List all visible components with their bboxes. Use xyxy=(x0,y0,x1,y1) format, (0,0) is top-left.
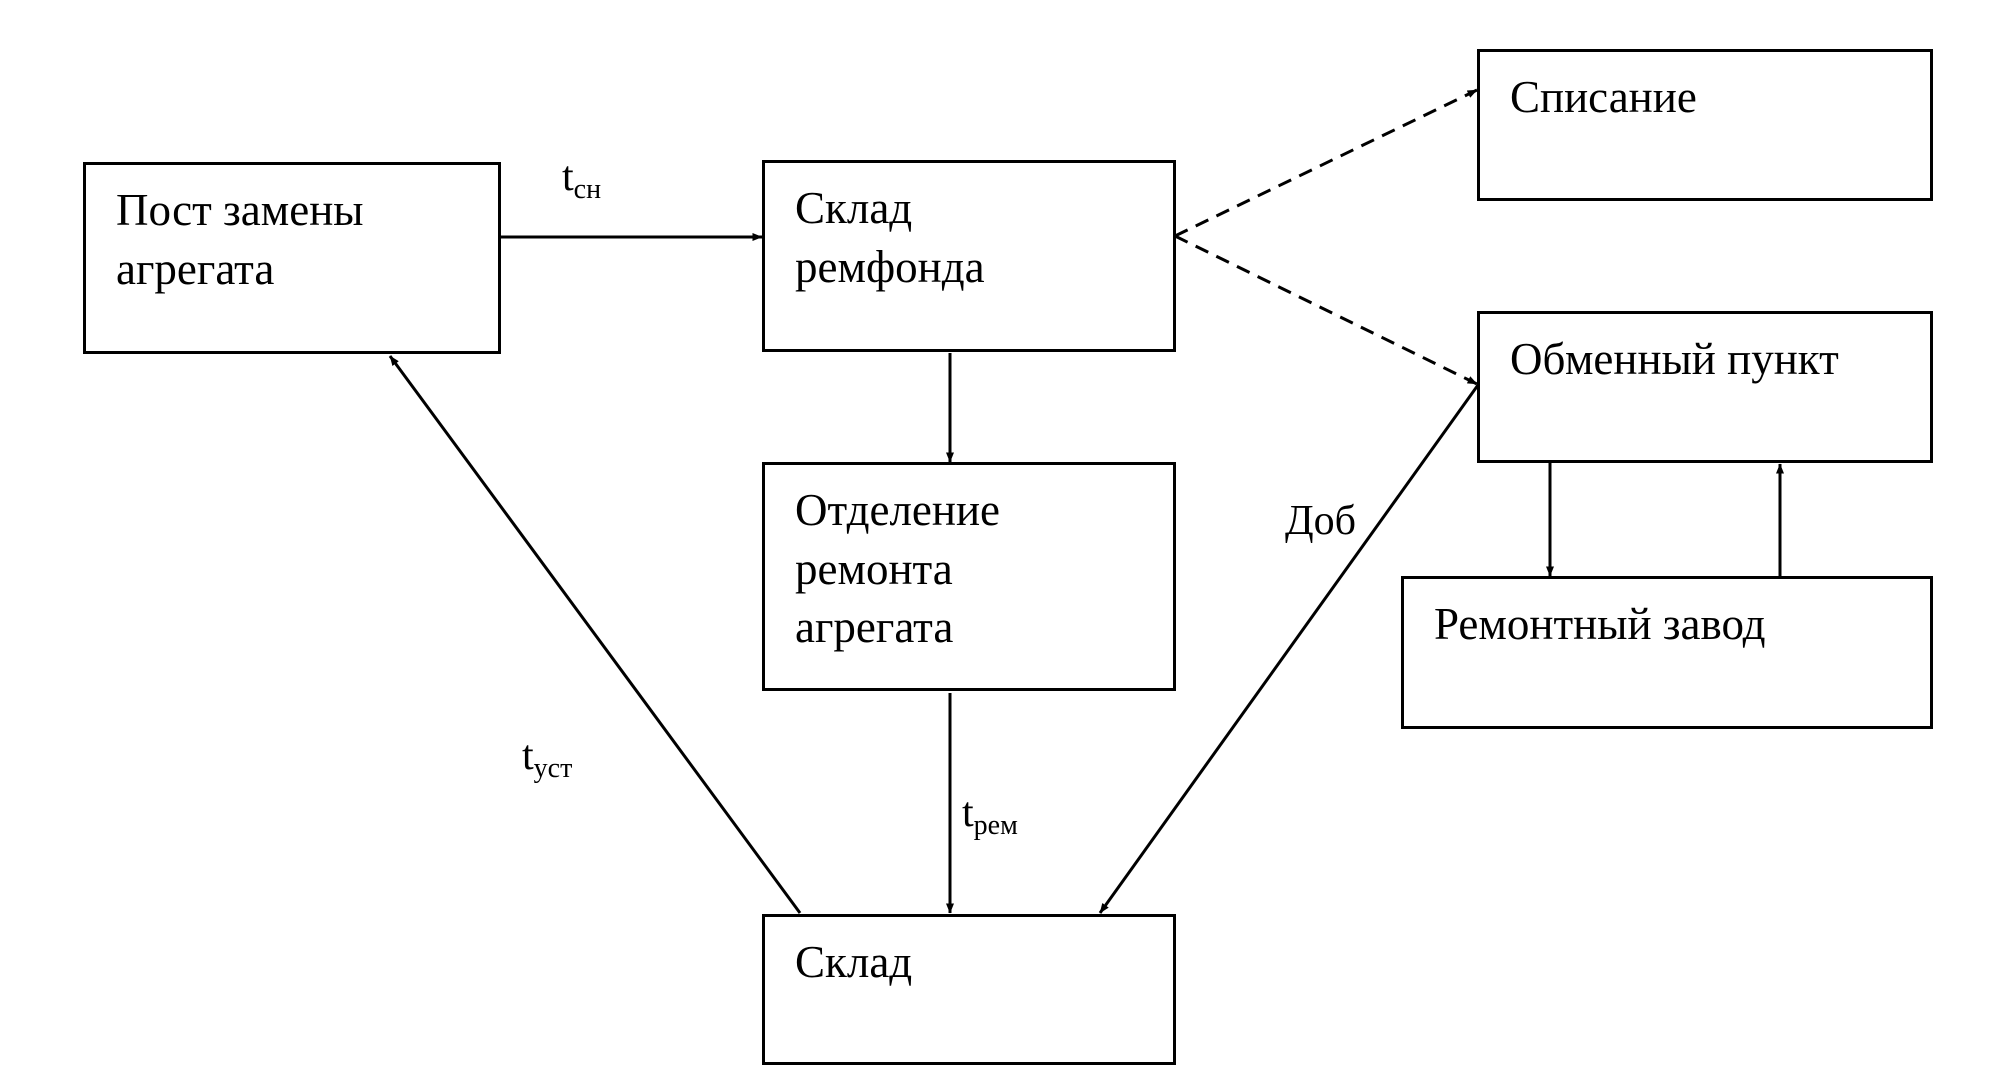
node-sklad-remfonda-label: Склад ремфонда xyxy=(795,183,985,292)
node-spisanie: Списание xyxy=(1477,49,1933,201)
edge-label-t-ust-main: t xyxy=(522,733,534,779)
edge-label-t-rem-main: t xyxy=(962,790,974,836)
arrow-remfond-to-obmenny xyxy=(1174,234,1478,386)
edge-label-t-sn-main: t xyxy=(562,154,574,200)
node-obmenny-punkt: Обменный пункт xyxy=(1477,311,1933,463)
node-otdelenie-remonta-label: Отделение ремонта агрегата xyxy=(795,485,1001,652)
edge-label-dob: Доб xyxy=(1285,498,1357,544)
node-sklad: Склад xyxy=(762,914,1176,1065)
node-remontny-zavod-label: Ремонтный завод xyxy=(1434,599,1766,649)
edge-label-t-sn-sub: сн xyxy=(573,174,602,205)
node-otdelenie-remonta: Отделение ремонта агрегата xyxy=(762,462,1176,691)
node-post-zameny-agregata: Пост замены агрегата xyxy=(83,162,501,354)
node-sklad-remfonda: Склад ремфонда xyxy=(762,160,1176,352)
arrow-obmenny-to-sklad xyxy=(1098,384,1480,914)
node-remontny-zavod: Ремонтный завод xyxy=(1401,576,1933,729)
node-obmenny-punkt-label: Обменный пункт xyxy=(1510,334,1839,384)
node-spisanie-label: Списание xyxy=(1510,72,1697,122)
arrow-remfond-to-spisanie xyxy=(1174,88,1478,238)
node-post-zameny-agregata-label: Пост замены агрегата xyxy=(116,185,364,294)
edge-label-t-rem: tрем xyxy=(962,792,1018,840)
node-sklad-label: Склад xyxy=(795,937,913,987)
arrow-sklad-to-post xyxy=(388,355,802,914)
edge-label-t-rem-sub: рем xyxy=(973,810,1018,841)
edge-label-t-sn: tсн xyxy=(562,156,601,204)
edge-label-t-ust-sub: уст xyxy=(533,753,573,784)
edge-label-t-ust: tуст xyxy=(522,735,572,783)
